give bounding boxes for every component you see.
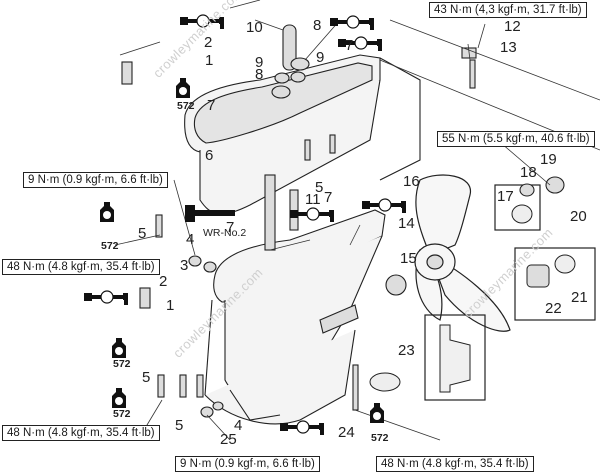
part-number-6: 6	[205, 147, 214, 164]
grease-a-icon	[329, 15, 375, 31]
bolt-25	[200, 406, 214, 418]
torque-spec-3: 9 N·m (0.9 kgf·m, 6.6 ft·lb)	[23, 172, 168, 188]
part-number-24: 24	[338, 424, 355, 441]
part-number-8: 8	[313, 17, 322, 34]
torque-spec-12-13: 43 N·m (4,3 kgf·m, 31.7 ft·lb)	[429, 2, 587, 18]
inset-box-21-22	[514, 247, 596, 321]
bolt-5-b	[179, 374, 187, 398]
part-number-7: 7	[207, 97, 216, 114]
lt-572-icon	[100, 202, 114, 222]
grease-a-icon	[83, 290, 129, 306]
fitting-1-top	[121, 61, 133, 85]
washer-18	[519, 183, 535, 197]
drive-shaft	[264, 174, 276, 251]
part-number-15: 15	[400, 250, 417, 267]
torque-spec-20: 55 N·m (5.5 kgf·m, 40.6 ft·lb)	[437, 131, 595, 147]
bolt-5-lower	[157, 374, 165, 398]
seal-9-b	[290, 71, 306, 83]
part-number-20: 20	[570, 208, 587, 225]
part-number-2: 2	[159, 273, 168, 290]
lt-572-icon	[370, 403, 384, 423]
part-number-4: 4	[186, 231, 195, 248]
lt-572-icon	[176, 78, 190, 98]
washer-17	[511, 204, 533, 224]
thrust-washer-15	[385, 274, 407, 296]
part-number-1: 1	[205, 52, 214, 69]
part-number-12: 12	[504, 18, 521, 35]
part-number-14: 14	[398, 215, 415, 232]
part-number-7: 7	[324, 189, 333, 206]
sleeve-10	[282, 24, 297, 71]
propeller-shaft	[319, 304, 359, 334]
lt-code: 572	[113, 408, 131, 420]
spacer-22	[526, 264, 550, 288]
part-number-21: 21	[571, 289, 588, 306]
upper-casing	[184, 54, 421, 215]
part-number-23: 23	[398, 342, 415, 359]
part-number-13: 13	[500, 39, 517, 56]
torque-spec-5-lower: 48 N·m (4.8 kgf·m, 35.4 ft·lb)	[2, 425, 160, 441]
torque-spec-24: 48 N·m (4.8 kgf·m, 35.4 ft·lb)	[376, 456, 534, 472]
washer-21	[554, 254, 576, 274]
wrench-tool-icon	[185, 205, 235, 222]
part-number-22: 22	[545, 300, 562, 317]
seal-8	[271, 85, 291, 99]
bolt-5-upper-b	[329, 134, 336, 154]
bolt-13	[469, 59, 476, 89]
inset-box-17	[494, 184, 541, 231]
lt-code: 572	[371, 432, 389, 444]
part-number-25: 25	[220, 431, 237, 448]
part-number-19: 19	[540, 151, 557, 168]
inset-box-section	[424, 314, 486, 401]
propeller	[414, 174, 511, 332]
nut-20	[545, 176, 565, 194]
lt-code: 572	[101, 240, 119, 252]
bolt-24	[352, 364, 359, 411]
part-number-5: 5	[138, 225, 147, 242]
part-number-9: 9	[255, 54, 264, 71]
lt-code: 572	[113, 358, 131, 370]
lt-572-icon	[112, 338, 126, 358]
part-number-4: 4	[234, 417, 243, 434]
bolt-5-left	[155, 214, 163, 238]
part-number-5: 5	[142, 369, 151, 386]
fitting-1-bottom	[139, 287, 151, 309]
torque-spec-5-upper: 48 N·m (4.8 kgf·m, 35.4 ft·lb)	[2, 259, 160, 275]
part-number-7: 7	[345, 37, 354, 54]
part-number-16: 16	[403, 173, 420, 190]
grease-gm-icon	[361, 198, 407, 214]
part-number-5: 5	[175, 417, 184, 434]
washer-4	[203, 261, 217, 273]
seal-8-top	[290, 57, 310, 71]
part-number-7: 7	[226, 219, 235, 236]
part-number-17: 17	[497, 188, 514, 205]
part-number-10: 10	[246, 19, 263, 36]
part-number-8: 8	[255, 66, 264, 83]
part-number-3: 3	[180, 257, 189, 274]
grease-d-icon	[279, 420, 325, 436]
anode-23	[369, 372, 401, 392]
lt-code: 572	[177, 100, 195, 112]
lt-572-icon	[112, 388, 126, 408]
seal-9-a	[274, 72, 290, 84]
torque-spec-25: 9 N·m (0.9 kgf·m, 6.6 ft·lb)	[175, 456, 320, 472]
part-number-18: 18	[520, 164, 537, 181]
part-number-5: 5	[315, 179, 324, 196]
part-number-2: 2	[204, 34, 213, 51]
bolt-3	[188, 255, 202, 267]
bolt-5-c	[196, 374, 204, 398]
tool-label: WR-No.2	[203, 227, 247, 239]
part-number-11: 11	[305, 191, 321, 208]
washer-4-lower	[212, 401, 224, 411]
bolt-5-upper-a	[304, 139, 311, 161]
part-number-9: 9	[316, 49, 325, 66]
part-number-1: 1	[166, 297, 175, 314]
